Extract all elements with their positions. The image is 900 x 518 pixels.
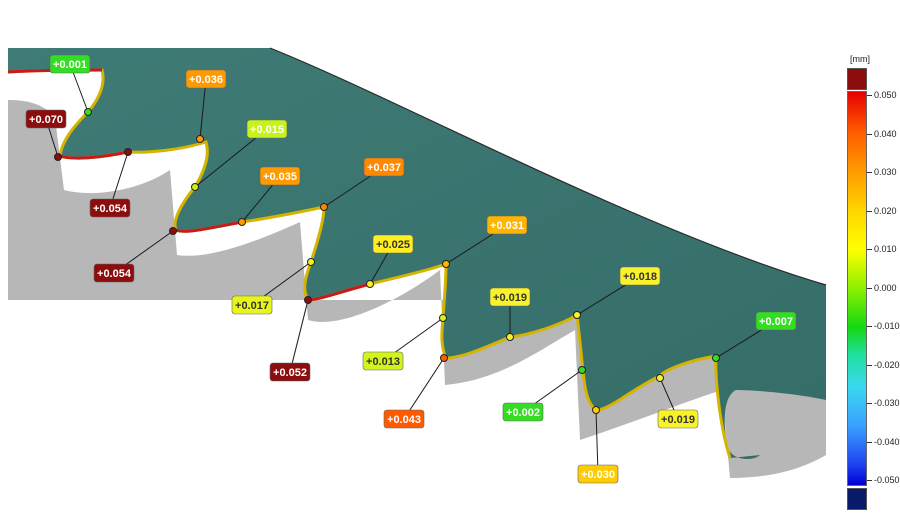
deviation-value-label: +0.031 (490, 220, 524, 232)
measurement-point[interactable] (578, 366, 586, 374)
scale-tick-label: -0.030 (874, 398, 900, 408)
deviation-label-box[interactable] (185, 69, 227, 89)
scale-tick-label: 0.000 (874, 282, 897, 293)
deviation-value-label: +0.015 (250, 124, 284, 136)
measurement-point[interactable] (169, 227, 177, 235)
deviation-label-box[interactable] (577, 464, 619, 484)
deviation-value-label: +0.013 (366, 356, 400, 368)
measurement-point[interactable] (573, 311, 581, 319)
scale-tick (867, 326, 872, 327)
scale-tick (867, 287, 872, 289)
scale-tick-label: 0.050 (874, 90, 897, 100)
measurement-point[interactable] (506, 333, 514, 341)
scale-tick-label: 0.010 (874, 244, 897, 254)
scale-tick-label: 0.040 (874, 128, 897, 139)
scale-tick-label: -0.040 (874, 436, 900, 447)
scale-tick-label: 0.020 (874, 205, 897, 216)
deviation-label-box[interactable] (755, 311, 797, 331)
gear-face (8, 48, 826, 460)
measurement-point[interactable] (238, 218, 246, 226)
scale-unit-label: [mm] (850, 54, 870, 64)
measurement-point[interactable] (320, 203, 328, 211)
deviation-value-label: +0.070 (29, 114, 63, 126)
deviation-label-box[interactable] (489, 287, 531, 307)
measurement-point[interactable] (442, 260, 450, 268)
measurement-point[interactable] (304, 296, 312, 304)
deviation-value-label: +0.052 (273, 367, 307, 379)
measurement-point[interactable] (712, 354, 720, 362)
scale-tick (867, 172, 872, 173)
callout-leader-line (403, 357, 445, 420)
deviation-label-box[interactable] (269, 362, 311, 382)
deviation-label-box[interactable] (259, 166, 301, 186)
callout-leader-line (595, 409, 599, 475)
deviation-label-box[interactable] (93, 263, 135, 283)
deviation-label-box[interactable] (486, 215, 528, 235)
measurement-point[interactable] (656, 374, 664, 382)
scale-tick (867, 95, 872, 96)
gear-rim-edge (269, 47, 827, 286)
deviation-value-label: +0.019 (493, 292, 527, 304)
deviation-label-box[interactable] (383, 409, 425, 429)
deviation-value-label: +0.007 (759, 316, 793, 328)
deviation-value-label: +0.018 (623, 271, 657, 283)
deviation-value-label: +0.054 (97, 268, 132, 280)
measurement-point[interactable] (84, 108, 92, 116)
measurement-point[interactable] (307, 258, 315, 266)
measurement-point[interactable] (54, 153, 62, 161)
measurement-point[interactable] (191, 183, 199, 191)
scale-tick-label: -0.020 (874, 359, 900, 370)
scale-tick (867, 480, 872, 481)
deviation-value-label: +0.017 (235, 300, 269, 312)
callout-leader-line (289, 299, 309, 373)
scale-tick (867, 441, 872, 443)
deviation-label-box[interactable] (231, 295, 273, 315)
scale-tick-label: -0.050 (874, 475, 900, 485)
deviation-value-label: +0.037 (367, 162, 401, 174)
deviation-label-box[interactable] (363, 157, 405, 177)
deviation-label-box[interactable] (362, 351, 404, 371)
scale-tick (867, 210, 872, 212)
deviation-label-box[interactable] (502, 402, 544, 422)
scale-tick (867, 403, 872, 404)
callout-leader-line (194, 128, 268, 188)
measurement-point[interactable] (440, 354, 448, 362)
color-scale-legend: [mm] 0.050 0.040 0.030 0.020 0.010 0.000 -0.01… (840, 50, 900, 518)
callout-leader-line (109, 151, 129, 209)
measurement-point[interactable] (366, 280, 374, 288)
deviation-label-box[interactable] (89, 198, 131, 218)
deviation-label-box[interactable] (25, 109, 67, 129)
measurement-point[interactable] (592, 406, 600, 414)
deviation-value-label: +0.030 (581, 469, 615, 481)
deviation-label-box[interactable] (619, 266, 661, 286)
scale-above-max-swatch (847, 68, 867, 90)
deviation-label-box[interactable] (372, 234, 414, 254)
scale-below-min-swatch (847, 488, 867, 510)
deviation-value-label: +0.035 (263, 171, 297, 183)
deviation-value-label: +0.043 (387, 414, 421, 426)
deviation-value-label: +0.025 (376, 239, 410, 251)
scale-tick-label: -0.010 (874, 321, 900, 331)
deviation-value-label: +0.036 (189, 74, 223, 86)
scale-tick-label: 0.030 (874, 167, 897, 177)
deviation-value-label: +0.002 (506, 407, 540, 419)
deviation-label-box[interactable] (657, 409, 699, 429)
scale-tick (867, 249, 872, 250)
measurement-point[interactable] (439, 314, 447, 322)
measurement-point[interactable] (196, 135, 204, 143)
measurement-point[interactable] (124, 148, 132, 156)
deviation-label-box[interactable] (246, 119, 288, 139)
callout-leader-line (199, 78, 207, 140)
deviation-value-label: +0.019 (661, 414, 695, 426)
deviation-value-label: +0.054 (93, 203, 128, 215)
deviation-label-box[interactable] (49, 54, 91, 74)
scale-gradient-bar (847, 91, 867, 486)
scale-tick (867, 364, 872, 366)
deviation-value-label: +0.001 (53, 59, 87, 71)
scale-tick (867, 133, 872, 135)
